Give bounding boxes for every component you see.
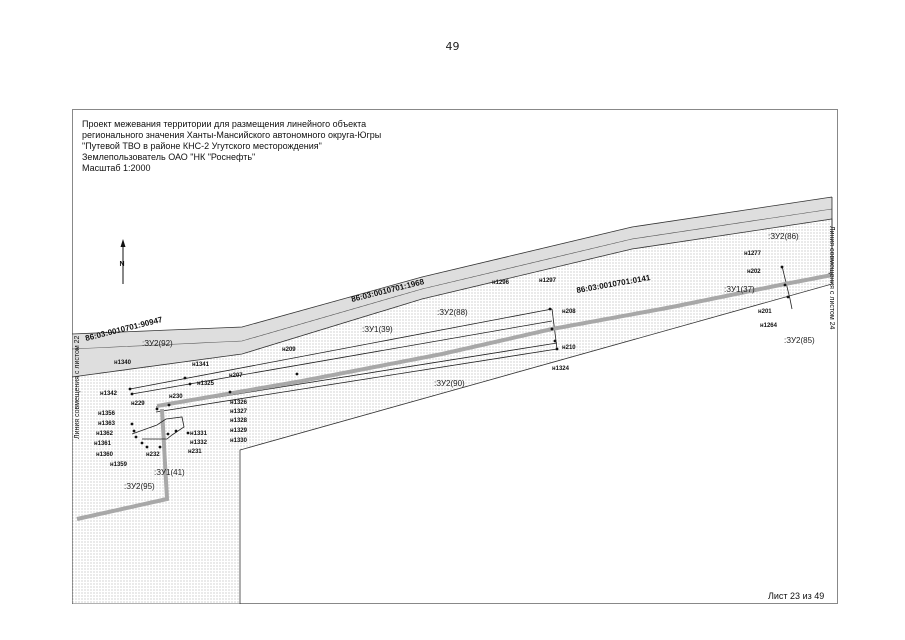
point-label: н1356 [98,411,116,417]
corridor-lines [129,265,793,413]
parcel-label-zu1-39: :ЗУ1(39) [362,325,393,334]
point-label: н1326 [230,400,248,406]
boundary-line-upper [72,196,833,335]
point-label: н1341 [192,362,210,368]
parcel-label-zu1-41: :ЗУ1(41) [154,468,185,477]
point-label: н1362 [96,431,114,437]
parcel-label-zu2-92: :ЗУ2(92) [142,339,173,348]
point-label: н1340 [114,360,132,366]
point-label: н229 [131,401,145,407]
point-label: н1359 [110,462,128,468]
terrain-strip-dense [72,197,832,377]
point-label: н1325 [197,381,215,387]
parcel-label-zu2-90: :ЗУ2(90) [434,379,465,388]
point-label: н1327 [230,409,248,415]
point-label: н1324 [552,366,570,372]
parcel-label-zu2-86: :ЗУ2(86) [768,232,799,241]
point-label: н1332 [190,440,208,446]
point-label: н210 [562,345,576,351]
point-label: н232 [146,452,160,458]
north-arrow-icon: N [120,239,126,284]
point-label: н201 [758,309,772,315]
title-line-1: Проект межевания территории для размещен… [82,119,366,129]
title-line-5: Масштаб 1:2000 [82,163,151,173]
point-label: н209 [282,347,296,353]
title-line-2: регионального значения Ханты-Мансийского… [82,130,381,140]
point-label: н1363 [98,421,116,427]
point-label: н208 [562,309,576,315]
point-label: н1329 [230,428,248,434]
point-label: н1297 [539,278,557,284]
point-labels: н1340 н1341 н1342 н1325 н207 н209 н229 н… [94,251,778,468]
title-line-4: Землепользователь ОАО "НК "Роснефть" [82,152,255,162]
point-label: н1342 [100,391,118,397]
point-label: н1330 [230,438,248,444]
point-label: н1264 [760,323,778,329]
point-label: н207 [229,373,243,379]
point-label: н230 [169,394,183,400]
point-markers [128,265,790,449]
point-label: н1277 [744,251,762,257]
point-label: н1361 [94,441,112,447]
side-label-left: Линия совмещения с листом 22 [74,335,81,439]
parcel-label-zu2-85: :ЗУ2(85) [784,336,815,345]
point-label: н1296 [492,280,510,286]
title-block: Проект межевания территории для размещен… [82,119,381,173]
north-label: N [120,261,125,268]
cadastral-boundary [72,208,833,350]
page-number: 49 [445,40,460,53]
map-frame: Проект межевания территории для размещен… [72,109,838,604]
parcel-label-zu2-95: :ЗУ2(95) [124,482,155,491]
point-label: н231 [188,449,202,455]
parcel-label-zu1-37: :ЗУ1(37) [724,285,755,294]
parcel-outline [131,416,185,440]
side-label-right: Линия совмещения с листом 24 [828,226,835,330]
point-label: н1360 [96,452,114,458]
point-label: н202 [747,269,761,275]
point-label: н1328 [230,418,248,424]
sheet-label: Лист 23 из 49 [768,591,824,601]
point-label: н1331 [190,431,208,437]
title-line-3: "Путевой ТВО в районе КНС-2 Угутского ме… [82,141,322,151]
parcel-label-zu2-88: :ЗУ2(88) [437,308,468,317]
